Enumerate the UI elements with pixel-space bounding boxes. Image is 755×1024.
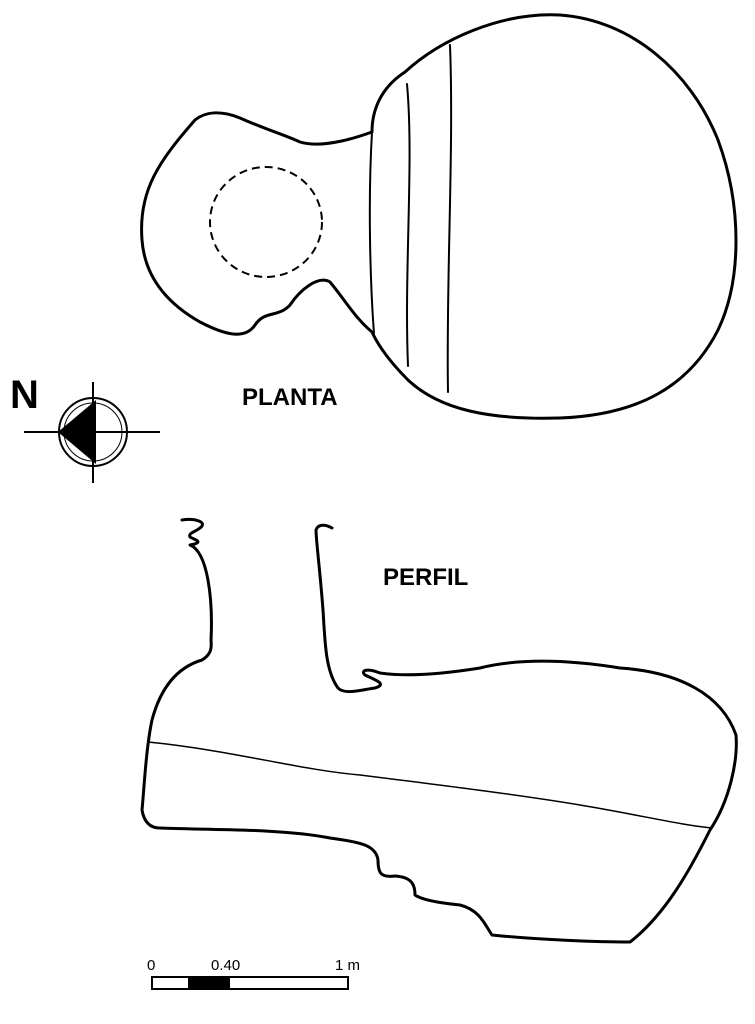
plan-outline [140, 13, 738, 420]
scale-tick-end: 1 m [335, 957, 360, 974]
scale-bar: 0 0.40 1 m [147, 957, 360, 990]
plan-step-line-3 [446, 44, 453, 393]
profile-label: PERFIL [383, 564, 468, 591]
scale-bar-frame [151, 976, 349, 990]
profile-stratum-line [147, 741, 713, 829]
plan-dashed-pit [209, 166, 323, 278]
plan-step-line-2 [406, 83, 411, 367]
profile-outline [140, 518, 738, 944]
scale-tick-mid: 0.40 [211, 957, 240, 974]
plan-view [140, 13, 738, 420]
compass-north-arrow-icon [24, 382, 160, 483]
plan-label: PLANTA [242, 384, 338, 411]
profile-view [140, 518, 738, 944]
plan-step-line-1 [368, 131, 375, 335]
scale-bar-filled-segment [189, 977, 229, 989]
scale-tick-0: 0 [147, 957, 155, 974]
north-label: N [10, 373, 39, 417]
